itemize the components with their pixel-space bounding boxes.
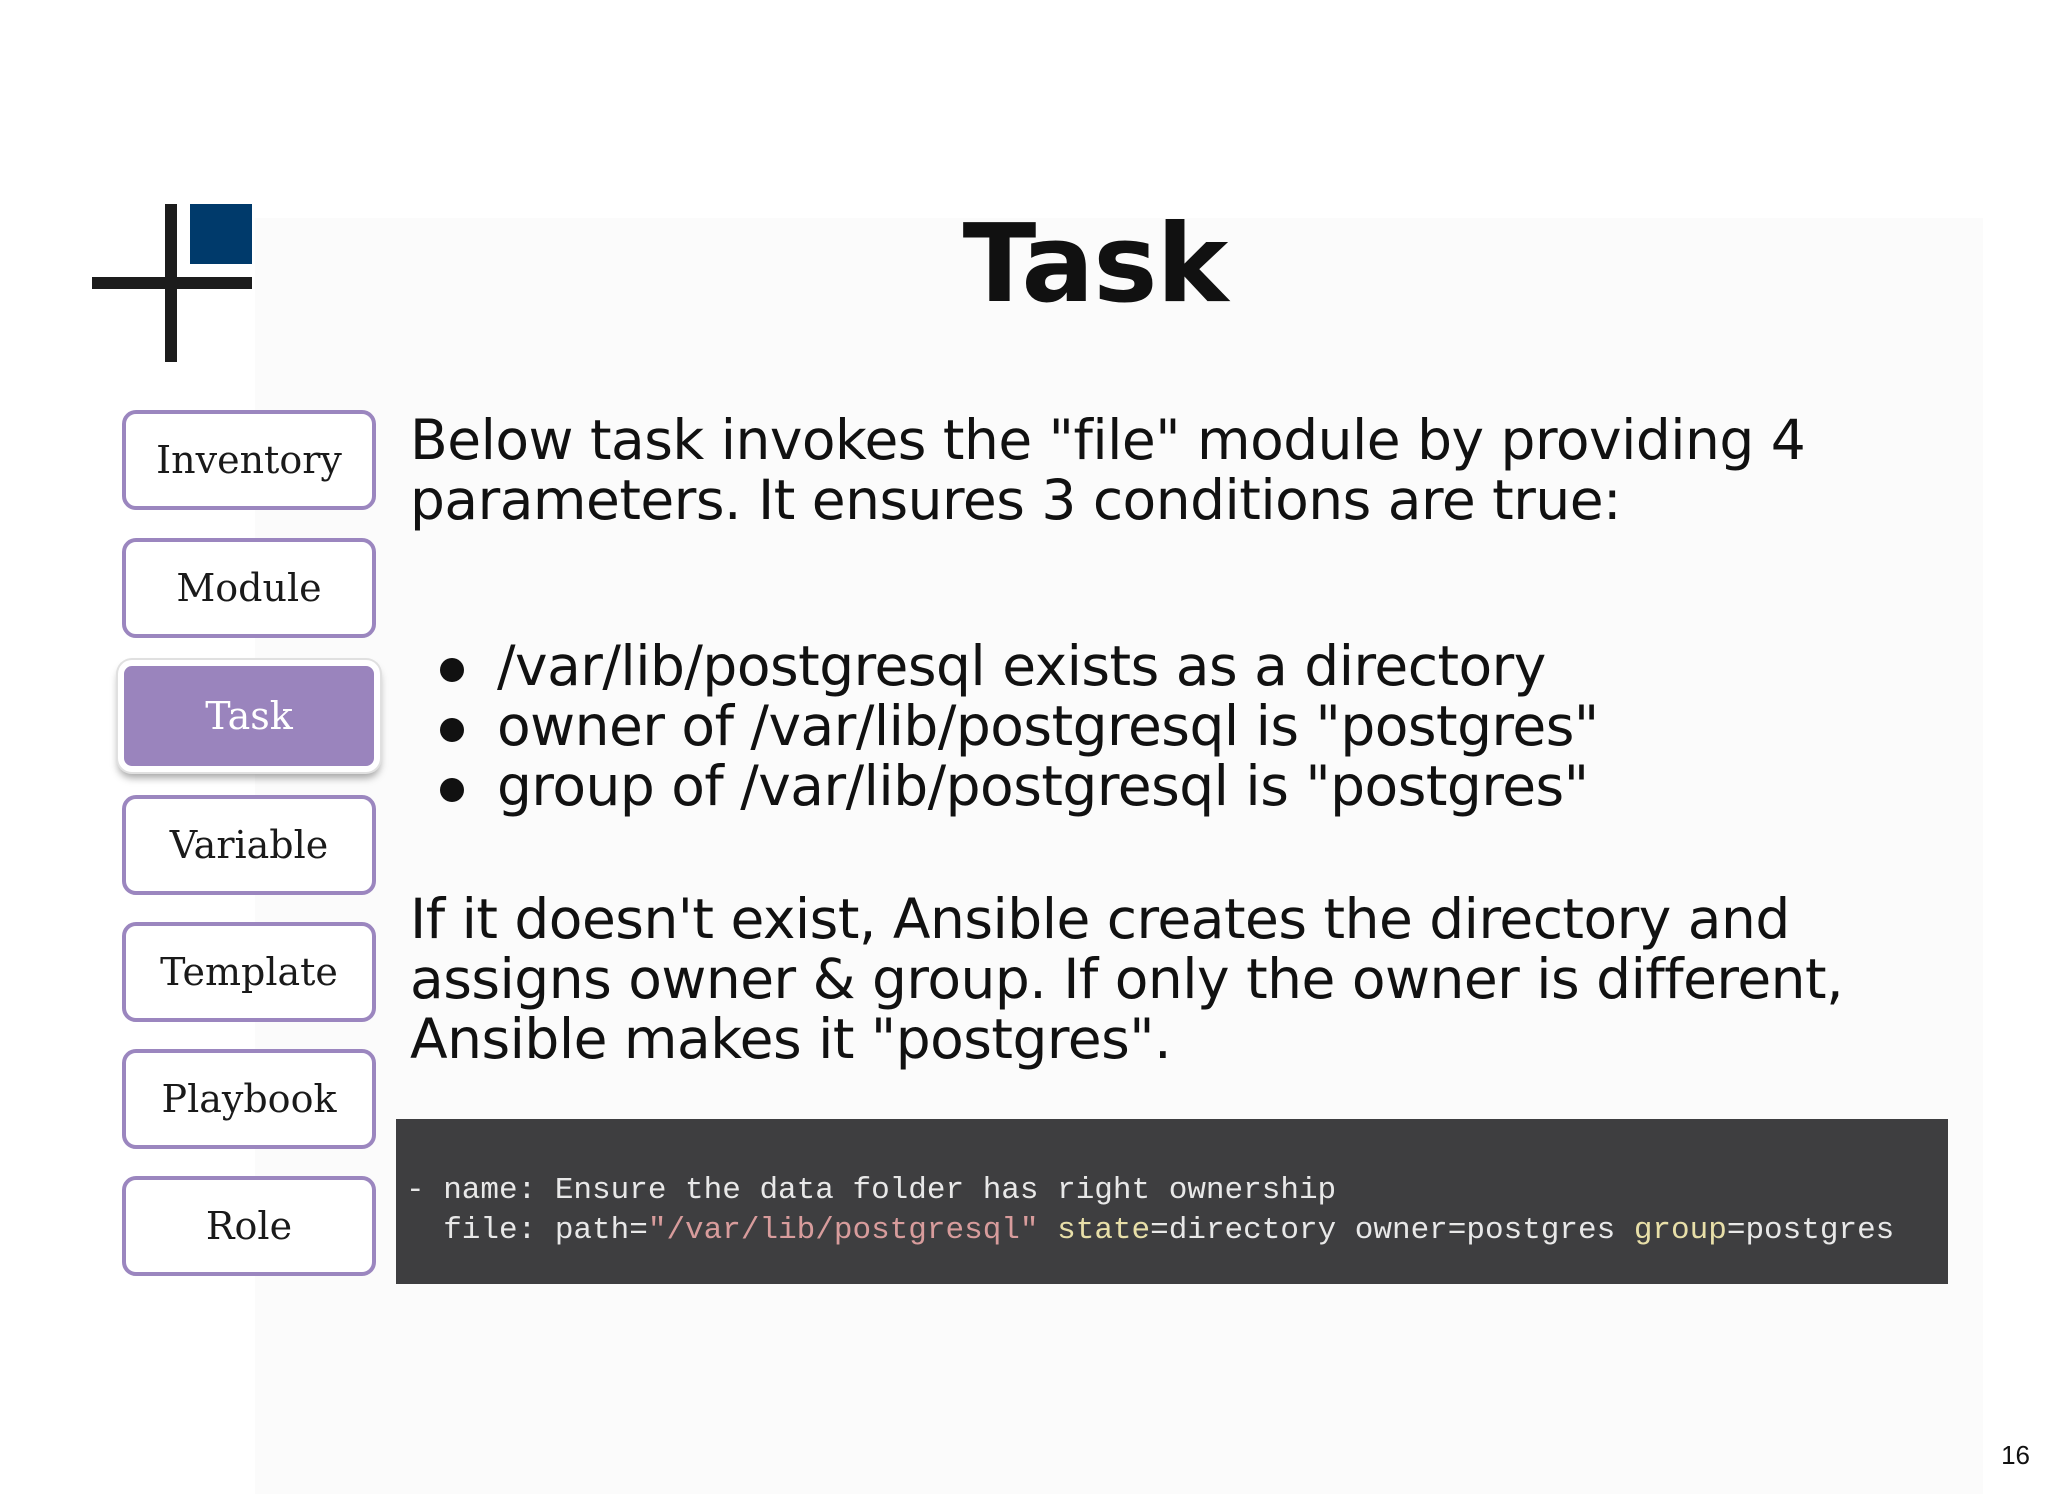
nav-item-module[interactable]: Module — [122, 538, 376, 638]
list-item: group of /var/lib/postgresql is "postgre… — [440, 756, 1599, 816]
list-item: owner of /var/lib/postgresql is "postgre… — [440, 696, 1599, 756]
list-item: /var/lib/postgresql exists as a director… — [440, 636, 1599, 696]
code-string: "/var/lib/postgresql" — [647, 1213, 1039, 1248]
logo-crosshair-icon — [92, 204, 252, 362]
outro-paragraph: If it doesn't exist, Ansible creates the… — [410, 887, 1844, 1071]
page-number: 16 — [2001, 1440, 2030, 1470]
nav-item-task[interactable]: Task — [118, 660, 380, 772]
code-line-2: file: path="/var/lib/postgresql" state=d… — [406, 1213, 1895, 1248]
bullet-icon — [440, 658, 464, 682]
conditions-list: /var/lib/postgresql exists as a director… — [440, 636, 1599, 816]
outro-line: assigns owner & group. If only the owner… — [410, 947, 1844, 1011]
nav-item-role[interactable]: Role — [122, 1176, 376, 1276]
intro-line: parameters. It ensures 3 conditions are … — [410, 468, 1622, 532]
outro-line: If it doesn't exist, Ansible creates the… — [410, 887, 1790, 951]
intro-line: Below task invokes the "file" module by … — [410, 408, 1806, 472]
nav-item-template[interactable]: Template — [122, 922, 376, 1022]
code-line-1: - name: Ensure the data folder has right… — [406, 1173, 1337, 1208]
outro-line: Ansible makes it "postgres". — [410, 1007, 1172, 1071]
nav-item-playbook[interactable]: Playbook — [122, 1049, 376, 1149]
code-keyword: state — [1057, 1213, 1151, 1248]
bullet-icon — [440, 718, 464, 742]
slide-title: Task — [962, 202, 1229, 327]
code-block: - name: Ensure the data folder has right… — [396, 1119, 1948, 1284]
intro-paragraph: Below task invokes the "file" module by … — [410, 408, 1806, 532]
bullet-icon — [440, 778, 464, 802]
nav-item-inventory[interactable]: Inventory — [122, 410, 376, 510]
nav-item-variable[interactable]: Variable — [122, 795, 376, 895]
code-keyword: group — [1633, 1213, 1727, 1248]
